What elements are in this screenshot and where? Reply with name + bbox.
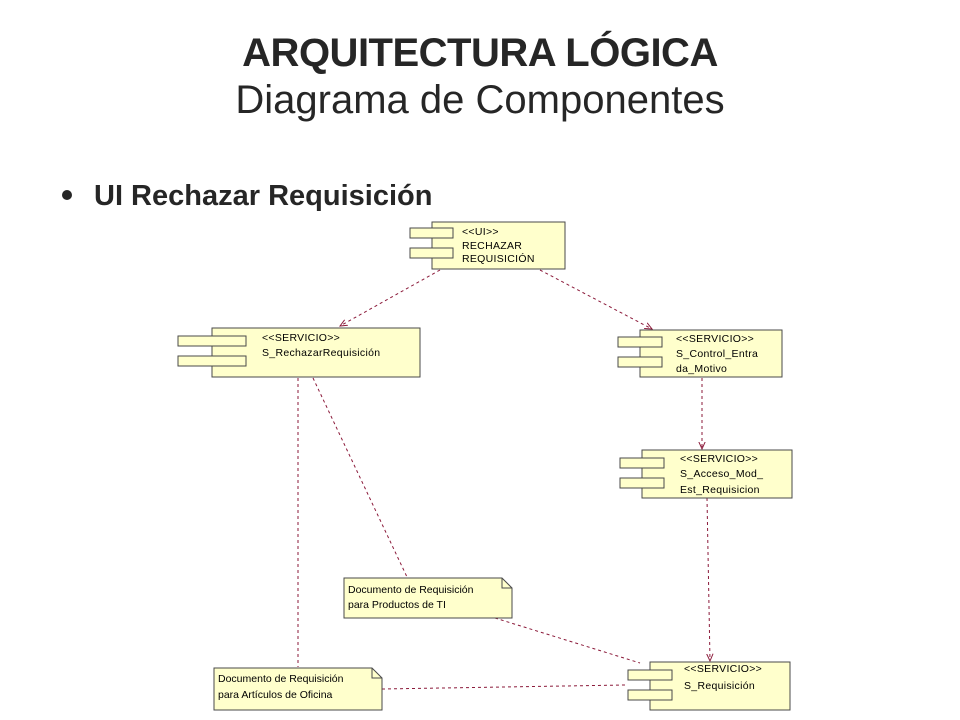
bullet-dot-icon	[62, 190, 72, 201]
note-documento-articulos-oficina: Documento de Requisición para Artículos …	[213, 667, 383, 711]
component-name-line1: S_Requisición	[684, 680, 755, 692]
note-line1: Documento de Requisición	[348, 584, 474, 596]
dependency-acceso-to-requisicion	[707, 497, 710, 661]
component-name-line1: S_Acceso_Mod_	[680, 468, 763, 480]
slide-title: ARQUITECTURA LÓGICA	[242, 31, 718, 75]
bullet-text: UI Rechazar Requisición	[94, 180, 433, 212]
component-s-rechazar-requisicion: <<SERVICIO>> S_RechazarRequisición	[177, 327, 421, 378]
bullet-item: UI Rechazar Requisición	[62, 180, 432, 213]
slide-subtitle: Diagrama de Componentes	[235, 78, 725, 122]
note-line2: para Productos de TI	[348, 599, 446, 611]
component-name-line2: Est_Requisicion	[680, 484, 760, 496]
component-name-line1: S_RechazarRequisición	[262, 347, 380, 359]
component-s-control-entrada-motivo: <<SERVICIO>> S_Control_Entra da_Motivo	[617, 329, 783, 378]
note-line2: para Artículos de Oficina	[218, 689, 333, 701]
dependency-ui-to-control	[539, 269, 652, 329]
component-ui-rechazar-requisicion: <<UI>> RECHAZAR REQUISICIÓN	[409, 221, 566, 270]
note-documento-productos-ti: Documento de Requisición para Productos …	[343, 577, 513, 619]
stereotype-label: <<UI>>	[462, 226, 499, 238]
component-name-line1: RECHAZAR	[462, 240, 522, 252]
slide-title-block: ARQUITECTURA LÓGICA Diagrama de Componen…	[0, 30, 960, 124]
dependency-note-ti-to-requisicion	[494, 617, 641, 664]
stereotype-label: <<SERVICIO>>	[676, 333, 754, 345]
dependency-note-oficina-to-requisicion	[381, 684, 626, 690]
stereotype-label: <<SERVICIO>>	[262, 332, 340, 344]
stereotype-label: <<SERVICIO>>	[680, 453, 758, 465]
component-s-requisicion: <<SERVICIO>> S_Requisición	[627, 661, 791, 711]
dependency-ui-to-rechazar	[340, 269, 441, 326]
component-name-line2: da_Motivo	[676, 363, 727, 375]
stereotype-label: <<SERVICIO>>	[684, 663, 762, 675]
dependency-rechazar-to-note-ti	[312, 377, 408, 578]
component-name-line2: REQUISICIÓN	[462, 252, 535, 265]
note-line1: Documento de Requisición	[218, 673, 344, 685]
component-name-line1: S_Control_Entra	[676, 348, 758, 360]
component-s-acceso-mod-est-requisicion: <<SERVICIO>> S_Acceso_Mod_ Est_Requisici…	[619, 449, 793, 499]
